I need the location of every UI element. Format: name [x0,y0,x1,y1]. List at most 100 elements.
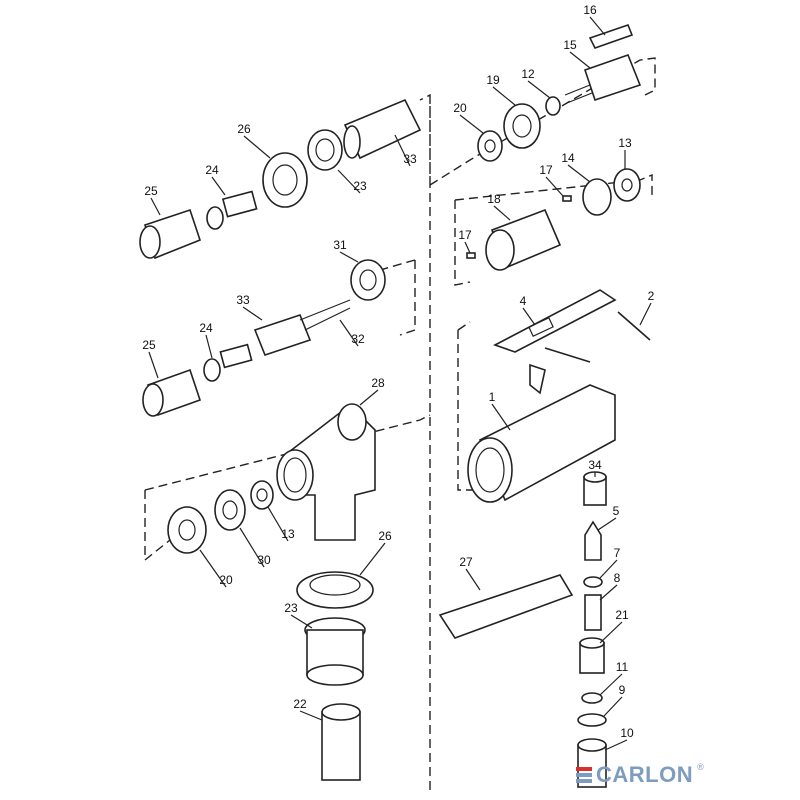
part-25-fitting [139,208,201,260]
part-number-label: 33 [236,293,250,307]
leader-line [599,673,623,696]
leader-line [589,16,606,36]
part-31-ring [350,259,386,301]
leader-line [337,169,361,194]
part-number-label: 28 [371,376,385,390]
leader-line [290,614,313,629]
part-number-label: 13 [281,527,295,541]
part-number-label: 2 [648,289,655,303]
leader-line [569,51,591,69]
logo-text: CARLON [596,762,694,787]
part-23-ring [307,129,343,171]
part-number-label: 10 [620,726,634,740]
leader-line [267,506,289,542]
part-7-oring [583,576,603,588]
leader-line [243,135,271,159]
part-number-label: 24 [205,163,219,177]
part-number-label: 19 [486,73,500,87]
logo-mark-icon [576,767,592,783]
part-9-oring [577,713,607,727]
leader-line [148,351,159,379]
part-8-spring [584,594,602,631]
part-number-label: 23 [353,179,367,193]
part-4-lever [492,289,617,353]
lever-pin-small [529,347,591,395]
leader-line [522,307,536,326]
leader-line [604,739,628,751]
part-19-gear [503,103,541,149]
part-30-gear [214,489,246,531]
part-number-label: 16 [583,3,597,17]
part-number-label: 8 [614,571,621,585]
part-17-pins [466,195,572,259]
part-number-label: 24 [199,321,213,335]
part-24-valve [206,190,258,230]
leader-line [527,80,551,99]
leader-line [299,710,323,721]
part-number-label: 11 [616,660,629,674]
part-16-blade [588,23,634,49]
part-number-label: 17 [458,228,472,242]
part-number-label: 20 [453,101,467,115]
leader-line [567,164,591,183]
leader-line [205,334,213,359]
part-number-label: 18 [487,192,501,206]
leader-line [545,176,564,197]
leader-line [465,568,481,591]
part-23-threaded [304,617,366,686]
part-5-stem [584,520,602,561]
part-13-bearing-right [613,168,641,202]
part-number-label: 9 [619,683,626,697]
part-27-wrench [438,574,574,639]
part-33-shaft [253,299,351,356]
part-28-housing [276,403,376,541]
part-number-label: 14 [561,151,575,165]
leader-line [339,251,359,263]
leader-line [599,559,618,579]
part-number-label: 12 [521,67,535,81]
part-number-label: 1 [489,390,496,404]
part-1-housing [467,384,616,503]
part-15-rotor-shaft [564,53,642,104]
leader-line [239,527,265,568]
part-number-label: 30 [257,553,271,567]
leader-line [464,241,471,254]
part-number-label: 34 [588,458,602,472]
leader-line [597,517,617,531]
part-number-label: 7 [614,546,621,560]
leader-line [639,302,652,326]
part-number-label: 17 [539,163,553,177]
group-lines [144,57,656,790]
part-number-label: 25 [144,184,158,198]
part-18-cylinder [485,208,562,271]
part-number-label: 25 [142,338,156,352]
part-11-oring [581,692,603,704]
part-25-fitting-b [142,368,202,417]
carlon-logo: CARLON ® [576,762,704,788]
part-number-label: 33 [403,152,417,166]
leader-line [199,549,227,588]
part-24-valve-b [203,343,253,382]
part-13-bearing [250,480,274,510]
leader-line [491,403,511,431]
part-21-seat [579,637,605,674]
center-dashed-line [419,93,431,790]
leader-line [394,134,411,167]
part-number-label: 5 [613,504,620,518]
part-number-label: 4 [520,294,527,308]
part-26-nut [262,152,308,208]
part-number-label: 27 [459,555,473,569]
part-number-label: 26 [237,122,251,136]
part-number-label: 15 [563,38,577,52]
leader-line [211,176,226,196]
part-14-plate [582,178,612,216]
part-20-bearing [167,506,207,554]
leader-line [599,584,618,601]
part-20-bearing-top [477,130,503,162]
leader-lines [148,16,652,751]
leader-line [359,389,379,406]
leader-line [339,319,359,347]
